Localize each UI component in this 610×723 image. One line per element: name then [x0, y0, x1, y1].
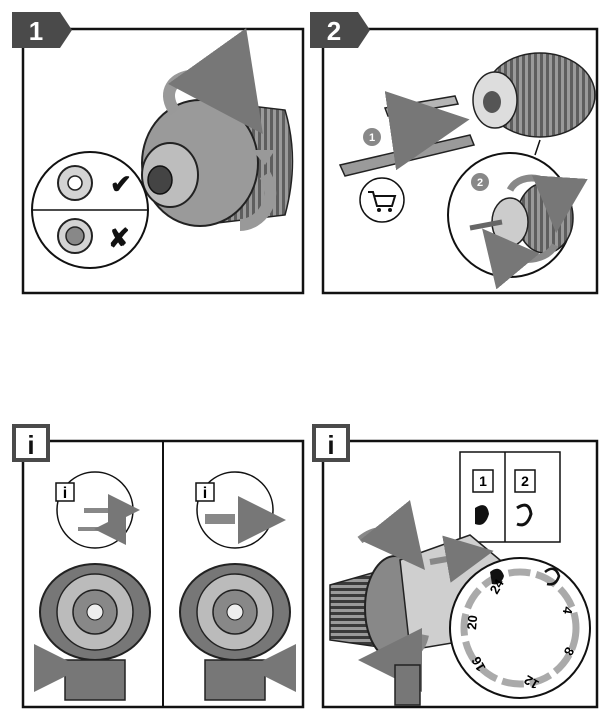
compare-circle: ✔ ✘: [31, 151, 149, 269]
info-badge-4-label: i: [327, 430, 334, 460]
panel-2: 2 1: [310, 12, 599, 295]
panel-1: 1 ✔ ✘: [12, 12, 305, 295]
torque-label-4: 4: [560, 605, 576, 615]
torque-label-12: 12: [521, 672, 541, 692]
sub-step-1-marker: [363, 128, 381, 146]
drill-front-right: [179, 563, 296, 701]
drill-bits: [338, 91, 476, 177]
gear-1-icon: [472, 469, 494, 493]
gear-selector-box: 1 2: [459, 451, 561, 543]
sub-info-right: i: [203, 485, 207, 502]
dial-low-torque-icon: [544, 567, 561, 586]
dial-high-torque-icon: [490, 568, 504, 585]
panel-1-frame: [21, 27, 305, 295]
sub-step-2-label: 2: [477, 177, 483, 189]
panel-3: i i i: [12, 424, 305, 709]
sub-step-2-marker: [471, 173, 489, 191]
cross-mark-icon: ✘: [108, 223, 130, 253]
panel-4-frame: [321, 439, 599, 709]
forward-detail: i: [195, 471, 286, 549]
step-1-badge: [12, 12, 72, 48]
gear-2-label: 2: [521, 473, 529, 489]
drill-front-left: [34, 563, 151, 701]
info-badge-3-label: i: [27, 430, 34, 460]
check-mark-icon: ✔: [110, 169, 132, 199]
step-1-number: 1: [29, 16, 43, 46]
reverse-detail: i: [55, 471, 140, 549]
high-torque-arm-icon: [475, 505, 489, 525]
torque-label-16: 16: [468, 654, 488, 674]
gear-1-label: 1: [479, 473, 487, 489]
panel-2-frame: [321, 27, 599, 295]
step-2-number: 2: [327, 16, 341, 46]
low-torque-arm-icon: [516, 503, 533, 527]
chuck-top-illustration: [472, 52, 596, 138]
shopping-cart-icon: [359, 177, 405, 223]
step-2-badge: [310, 12, 370, 48]
gear-2-icon: [514, 469, 536, 493]
tighten-detail-circle: [447, 139, 588, 290]
torque-label-20: 20: [464, 615, 480, 631]
panel-4: i 1 2 2 4 20: [312, 424, 599, 709]
sub-info-left: i: [63, 485, 67, 502]
sub-step-1-label: 1: [369, 132, 375, 144]
chuck-illustration: [141, 28, 294, 231]
torque-dial: 24 20 16 12 8 4: [449, 557, 591, 699]
